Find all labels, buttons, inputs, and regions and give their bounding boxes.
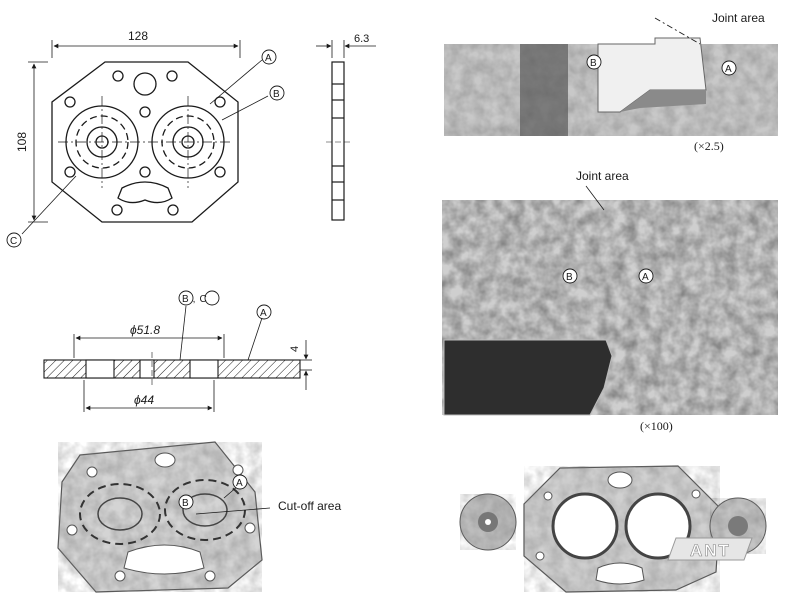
svg-text:A: A: [260, 308, 267, 319]
svg-text:C: C: [10, 236, 17, 247]
dim-outer-dia-label: ϕ51.8: [130, 323, 160, 337]
cut-off-area-label: Cut-off area: [278, 499, 341, 513]
svg-text:B: B: [590, 58, 597, 69]
svg-text:ANT: ANT: [690, 541, 731, 560]
dim-height-label: 108: [15, 132, 29, 152]
section-view: [43, 305, 312, 412]
micro-joint-area-label: Joint area: [576, 169, 629, 183]
watermark-logo: ANT: [667, 537, 753, 561]
parts-photo: [459, 465, 767, 593]
callout-b-top: B: [269, 85, 285, 101]
callout-a-section: A: [256, 304, 272, 320]
callout-bc-section: B,C: [178, 290, 220, 306]
dim-depth-label: 4: [289, 346, 301, 352]
macro-joint-area-label: Joint area: [712, 11, 765, 25]
callout-a-micro: A: [638, 268, 654, 284]
dim-inner-dia-label: ϕ44: [134, 393, 154, 407]
micro-photo: [442, 185, 778, 416]
callout-b-photo: B: [178, 494, 194, 510]
svg-text:B,C: B,C: [182, 294, 211, 305]
photo-plate: [57, 441, 271, 593]
dim-thickness-label: 6.3: [354, 33, 369, 45]
drawing-side-view: [316, 40, 376, 221]
drawing-top-view: [21, 40, 269, 235]
callout-a-top: A: [261, 49, 277, 65]
dim-width-label: 128: [128, 29, 148, 43]
callout-a-photo: A: [232, 474, 248, 490]
micro-magnification: (×100): [640, 419, 673, 433]
callout-b-macro: B: [586, 54, 602, 70]
callout-c-top: C: [6, 232, 22, 248]
svg-text:B: B: [273, 89, 280, 100]
svg-text:A: A: [642, 272, 649, 283]
svg-text:B: B: [182, 498, 189, 509]
svg-text:A: A: [725, 64, 732, 75]
plate-outline: [51, 61, 239, 223]
svg-text:A: A: [236, 478, 243, 489]
macro-magnification: (×2.5): [694, 139, 724, 153]
small-gear-left: [459, 493, 517, 551]
svg-text:B: B: [566, 272, 573, 283]
callout-a-macro: A: [721, 60, 737, 76]
callout-b-micro: B: [562, 268, 578, 284]
macro-photo: [444, 17, 778, 136]
svg-text:A: A: [265, 53, 272, 64]
